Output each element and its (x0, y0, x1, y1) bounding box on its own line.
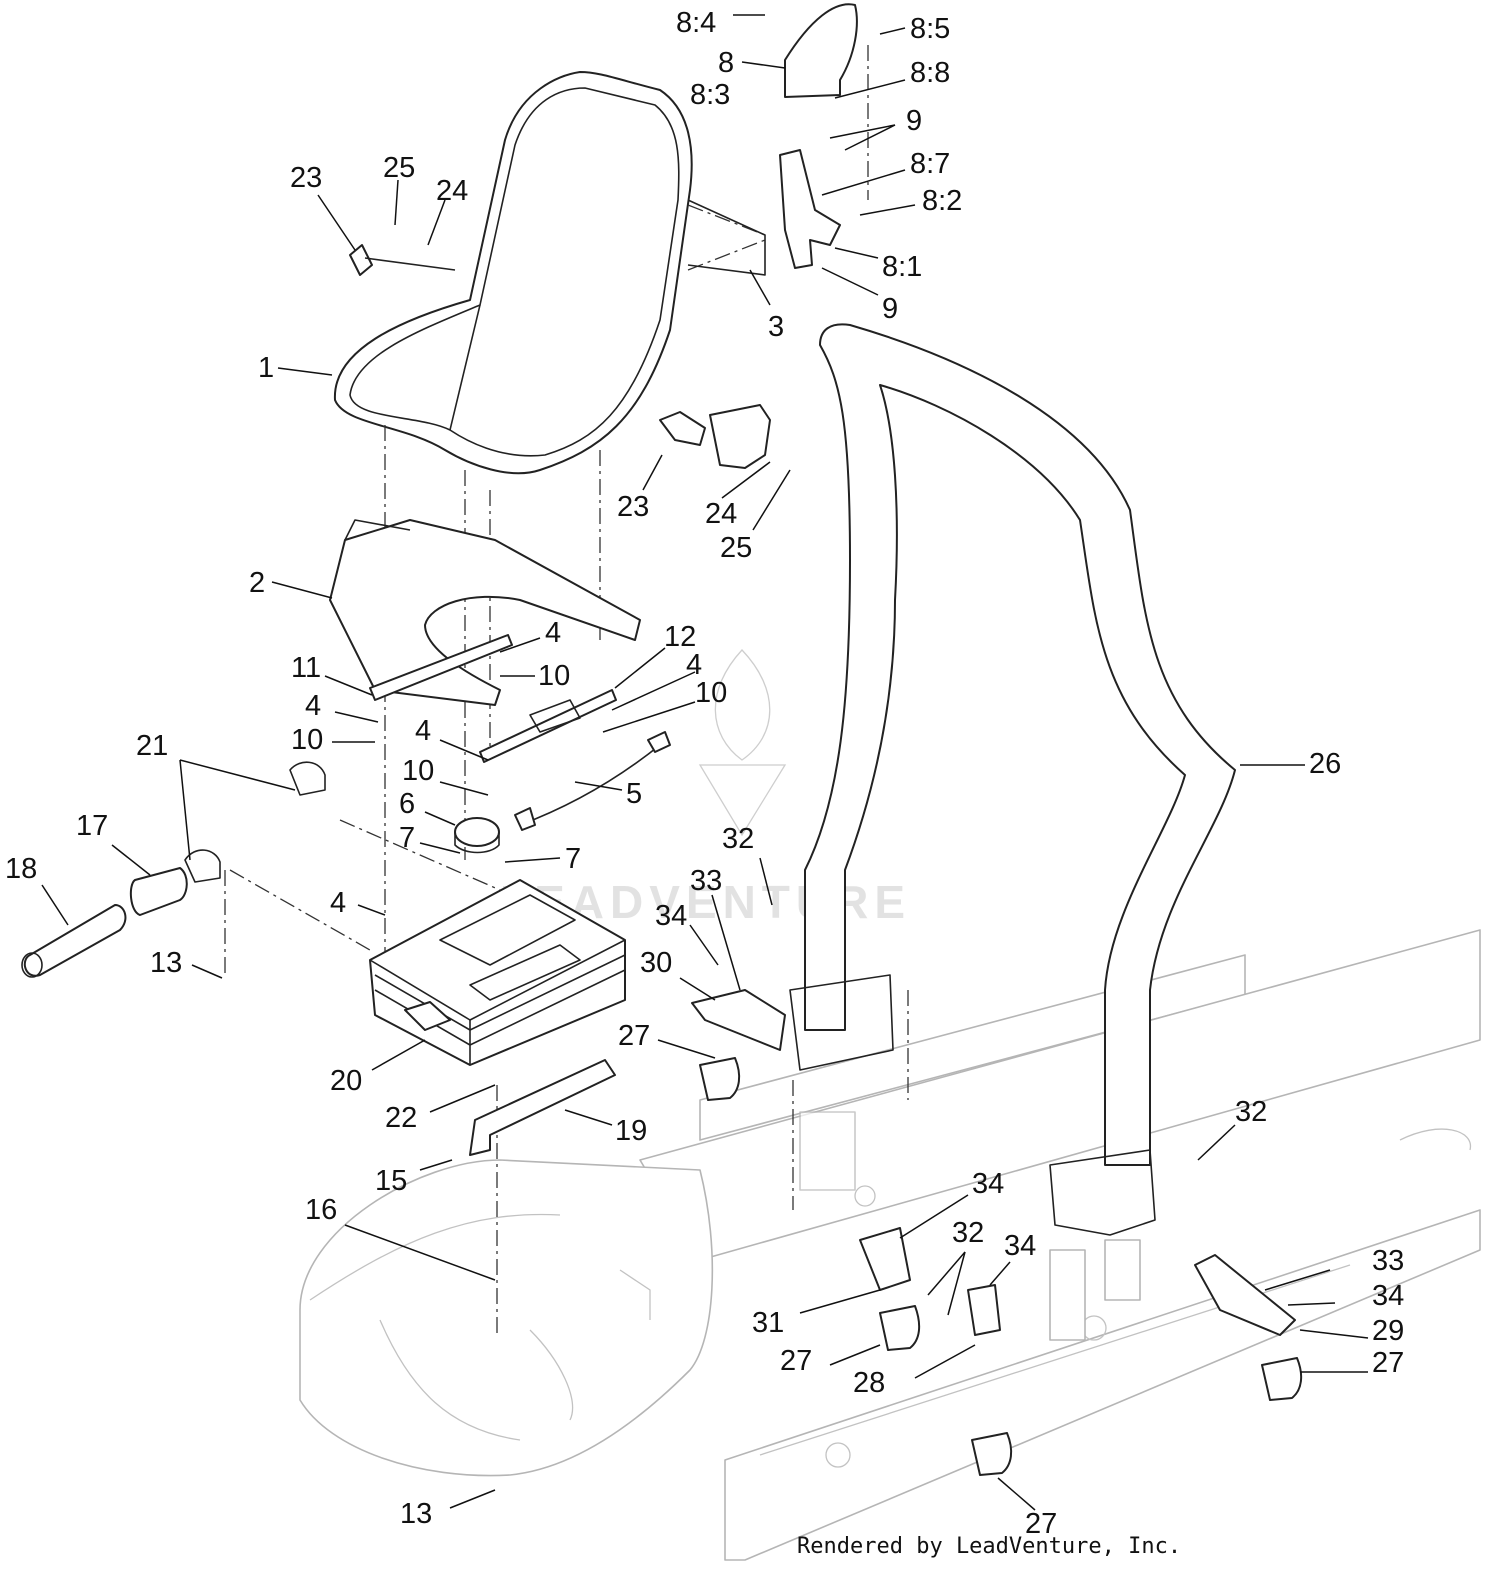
callout-28: 28 (853, 1367, 885, 1399)
callout-27-upper: 27 (618, 1020, 650, 1052)
callout-4-right: 4 (686, 649, 702, 681)
callout-32-right: 32 (1235, 1096, 1267, 1128)
callout-17: 17 (76, 810, 108, 842)
adjuster-tube-assembly (21, 761, 326, 978)
callout-27-right: 27 (1372, 1347, 1404, 1379)
callout-2: 2 (249, 567, 265, 599)
seat-pan (329, 519, 641, 706)
callout-19: 19 (615, 1115, 647, 1147)
callout-24-lower: 24 (705, 498, 737, 530)
callout-5: 5 (626, 778, 642, 810)
callout-16: 16 (305, 1194, 337, 1226)
rops-bar (789, 323, 1236, 1236)
fender-pan (299, 1159, 714, 1477)
callout-11: 11 (291, 652, 321, 684)
callout-32-upper: 32 (722, 823, 754, 855)
seat-belt-buckle (349, 244, 456, 276)
callout-4-lower: 4 (330, 887, 346, 919)
callout-13-lower: 13 (400, 1498, 432, 1530)
callout-13-upper: 13 (150, 947, 182, 979)
callout-33-right: 33 (1372, 1245, 1404, 1277)
callout-31: 31 (752, 1307, 784, 1339)
callout-27-mid: 27 (780, 1345, 812, 1377)
callout-34-mid: 34 (972, 1168, 1004, 1200)
callout-34-right: 34 (1372, 1280, 1404, 1312)
rops-brackets (691, 989, 1296, 1336)
callout-30: 30 (640, 947, 672, 979)
callout-4-center: 4 (545, 617, 561, 649)
callout-25-upper: 25 (383, 152, 415, 184)
seat-suspension (369, 879, 626, 1066)
callout-8-1: 8:1 (882, 251, 922, 283)
callout-9-lower: 9 (882, 293, 898, 325)
footer-credit: Rendered by LeadVenture, Inc. (797, 1534, 1182, 1559)
callout-8-5: 8:5 (910, 13, 950, 45)
callout-4-left: 4 (305, 690, 321, 722)
wire-harness (514, 731, 671, 831)
callout-1: 1 (258, 352, 274, 384)
callout-34-upper: 34 (655, 900, 687, 932)
callout-32-lower: 32 (952, 1217, 984, 1249)
callout-10-right: 10 (695, 677, 727, 709)
callout-29: 29 (1372, 1315, 1404, 1347)
callout-26: 26 (1309, 748, 1341, 780)
callout-10-mid: 10 (402, 755, 434, 787)
callouts: 8:4 8:5 8 8:3 8:8 9 8:7 8:2 8:1 9 3 23 2… (5, 7, 1404, 1540)
callout-7-left: 7 (399, 822, 415, 854)
callout-8-7: 8:7 (910, 148, 950, 180)
armrest-mount-bracket (687, 149, 841, 276)
callout-4-mid: 4 (415, 715, 431, 747)
seat-belt-retractor (659, 404, 771, 469)
callout-15: 15 (375, 1165, 407, 1197)
callout-33-upper: 33 (690, 865, 722, 897)
callout-10-left: 10 (291, 724, 323, 756)
callout-22: 22 (385, 1102, 417, 1134)
callout-8: 8 (718, 47, 734, 79)
armrest-pad (784, 3, 869, 200)
callout-6: 6 (399, 788, 415, 820)
callout-8-2: 8:2 (922, 185, 962, 217)
callout-12: 12 (664, 621, 696, 653)
callout-10-center: 10 (538, 660, 570, 692)
callout-9-upper: 9 (906, 105, 922, 137)
callout-21: 21 (136, 730, 168, 762)
callout-3: 3 (768, 311, 784, 343)
callout-23-lower: 23 (617, 491, 649, 523)
callout-24-upper: 24 (436, 175, 468, 207)
callout-18: 18 (5, 853, 37, 885)
callout-8-4: 8:4 (676, 7, 716, 39)
callout-27-bottom: 27 (1025, 1508, 1057, 1540)
suspension-mount-plate (469, 1059, 616, 1156)
callout-34-lower: 34 (1004, 1230, 1036, 1262)
callout-23-upper: 23 (290, 162, 322, 194)
callout-7-right: 7 (565, 843, 581, 875)
callout-25-lower: 25 (720, 532, 752, 564)
callout-20: 20 (330, 1065, 362, 1097)
slide-rails (369, 634, 617, 763)
callout-8-8: 8:8 (910, 57, 950, 89)
rubber-bumpers (699, 1057, 1303, 1476)
seat-switch (454, 817, 500, 854)
callout-8-3: 8:3 (690, 79, 730, 111)
seat (333, 71, 693, 475)
